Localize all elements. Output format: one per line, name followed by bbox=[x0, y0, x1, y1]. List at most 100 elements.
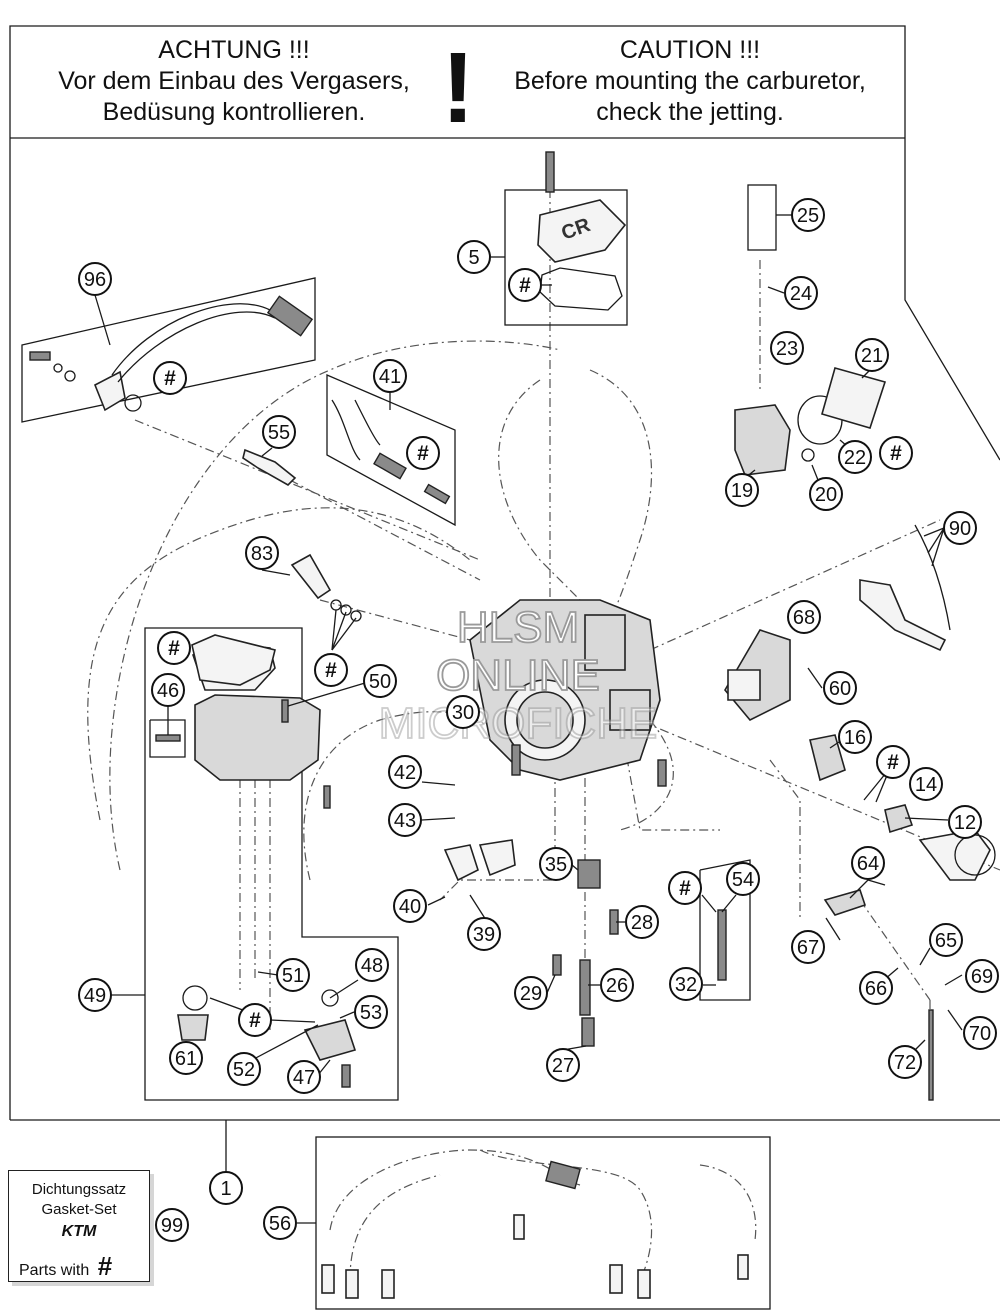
hose-set-56 bbox=[321, 1149, 757, 1299]
callout-number: 83 bbox=[251, 543, 273, 565]
callout-99: 99 bbox=[155, 1208, 189, 1242]
callout-number: 41 bbox=[379, 366, 401, 388]
callout-12: 12 bbox=[948, 805, 982, 839]
diagram-frame bbox=[9, 25, 1000, 1121]
callout-52: 52 bbox=[227, 1052, 261, 1086]
callout-number: 60 bbox=[829, 678, 851, 700]
callout-number: 43 bbox=[394, 810, 416, 832]
callout-55: 55 bbox=[262, 415, 296, 449]
callout-number: 39 bbox=[473, 924, 495, 946]
hash-marker: # bbox=[157, 631, 191, 665]
gasket-set-label-en: Gasket-Set bbox=[41, 1201, 117, 1218]
callout-number: 65 bbox=[935, 930, 957, 952]
warning-de-title: ACHTUNG !!! bbox=[158, 36, 309, 64]
callout-number: 42 bbox=[394, 762, 416, 784]
callout-19: 19 bbox=[725, 473, 759, 507]
callout-number: 14 bbox=[915, 774, 937, 796]
callout-number: 51 bbox=[282, 965, 304, 987]
callout-54: 54 bbox=[726, 862, 760, 896]
callout-number: 40 bbox=[399, 896, 421, 918]
hash-icon: # bbox=[519, 274, 531, 297]
callout-number: 27 bbox=[552, 1055, 574, 1077]
callout-number: 30 bbox=[452, 702, 474, 724]
hash-icon: # bbox=[890, 442, 902, 465]
hash-icon: # bbox=[97, 1251, 113, 1281]
callout-20: 20 bbox=[809, 477, 843, 511]
callout-number: 70 bbox=[969, 1023, 991, 1045]
callout-51: 51 bbox=[276, 958, 310, 992]
hash-icon: # bbox=[168, 637, 180, 660]
callout-number: 19 bbox=[731, 480, 753, 502]
callout-number: 21 bbox=[861, 345, 883, 367]
callout-number: 96 bbox=[84, 269, 106, 291]
warning-de-line2: Bedüsung kontrollieren. bbox=[103, 98, 366, 126]
callout-46: 46 bbox=[151, 673, 185, 707]
callout-number: 90 bbox=[949, 518, 971, 540]
callout-47: 47 bbox=[287, 1060, 321, 1094]
callout-14: 14 bbox=[909, 767, 943, 801]
callout-number: 61 bbox=[175, 1048, 197, 1070]
callout-number: 68 bbox=[793, 607, 815, 629]
gasket-set-parts-with: Parts with # bbox=[19, 1251, 112, 1282]
watermark-line1: HLSM bbox=[457, 603, 579, 652]
callout-number: 26 bbox=[606, 975, 628, 997]
callout-25: 25 bbox=[791, 198, 825, 232]
hash-marker: # bbox=[238, 1003, 272, 1037]
callout-96: 96 bbox=[78, 262, 112, 296]
callout-60: 60 bbox=[823, 671, 857, 705]
hash-icon: # bbox=[679, 877, 691, 900]
callout-number: 23 bbox=[776, 338, 798, 360]
watermark-line3: MICROFICHE bbox=[379, 699, 658, 748]
callout-number: 24 bbox=[790, 283, 812, 305]
callout-68: 68 bbox=[787, 600, 821, 634]
hash-marker: # bbox=[668, 871, 702, 905]
callout-67: 67 bbox=[791, 930, 825, 964]
carburetor-top-cap: CR bbox=[537, 151, 627, 311]
callout-number: 28 bbox=[631, 912, 653, 934]
watermark-line2: ONLINE bbox=[436, 651, 600, 700]
warning-en-title: CAUTION !!! bbox=[620, 36, 760, 64]
callout-29: 29 bbox=[514, 976, 548, 1010]
callout-50: 50 bbox=[363, 664, 397, 698]
callout-number: 20 bbox=[815, 484, 837, 506]
callout-26: 26 bbox=[600, 968, 634, 1002]
callout-72: 72 bbox=[888, 1045, 922, 1079]
hash-marker: # bbox=[879, 436, 913, 470]
parts-with-label: Parts with bbox=[19, 1262, 90, 1279]
callout-number: 46 bbox=[157, 680, 179, 702]
callout-35: 35 bbox=[539, 847, 573, 881]
hash-marker: # bbox=[153, 361, 187, 395]
callout-number: 50 bbox=[369, 671, 391, 693]
callout-69: 69 bbox=[965, 959, 999, 993]
callout-56: 56 bbox=[263, 1206, 297, 1240]
callout-number: 72 bbox=[894, 1052, 916, 1074]
callout-number: 16 bbox=[844, 727, 866, 749]
callout-5: 5 bbox=[457, 240, 491, 274]
callout-number: 53 bbox=[360, 1002, 382, 1024]
callout-number: 67 bbox=[797, 937, 819, 959]
callout-83: 83 bbox=[245, 536, 279, 570]
hash-icon: # bbox=[249, 1009, 261, 1032]
callout-24: 24 bbox=[784, 276, 818, 310]
callout-22: 22 bbox=[838, 440, 872, 474]
callout-number: 54 bbox=[732, 869, 754, 891]
callout-number: 69 bbox=[971, 966, 993, 988]
hash-marker: # bbox=[406, 436, 440, 470]
callout-1: 1 bbox=[209, 1171, 243, 1205]
callout-number: 55 bbox=[268, 422, 290, 444]
hash-marker: # bbox=[508, 268, 542, 302]
callout-number: 29 bbox=[520, 983, 542, 1005]
hash-marker: # bbox=[314, 653, 348, 687]
callout-40: 40 bbox=[393, 889, 427, 923]
callout-number: 52 bbox=[233, 1059, 255, 1081]
callout-30: 30 bbox=[446, 695, 480, 729]
hash-icon: # bbox=[417, 442, 429, 465]
callout-39: 39 bbox=[467, 917, 501, 951]
callout-number: 64 bbox=[857, 853, 879, 875]
gasket-set-box: Dichtungssatz Gasket-Set KTM Parts with … bbox=[8, 1170, 150, 1282]
callout-32: 32 bbox=[669, 967, 703, 1001]
callout-23: 23 bbox=[770, 331, 804, 365]
hash-icon: # bbox=[325, 659, 337, 682]
